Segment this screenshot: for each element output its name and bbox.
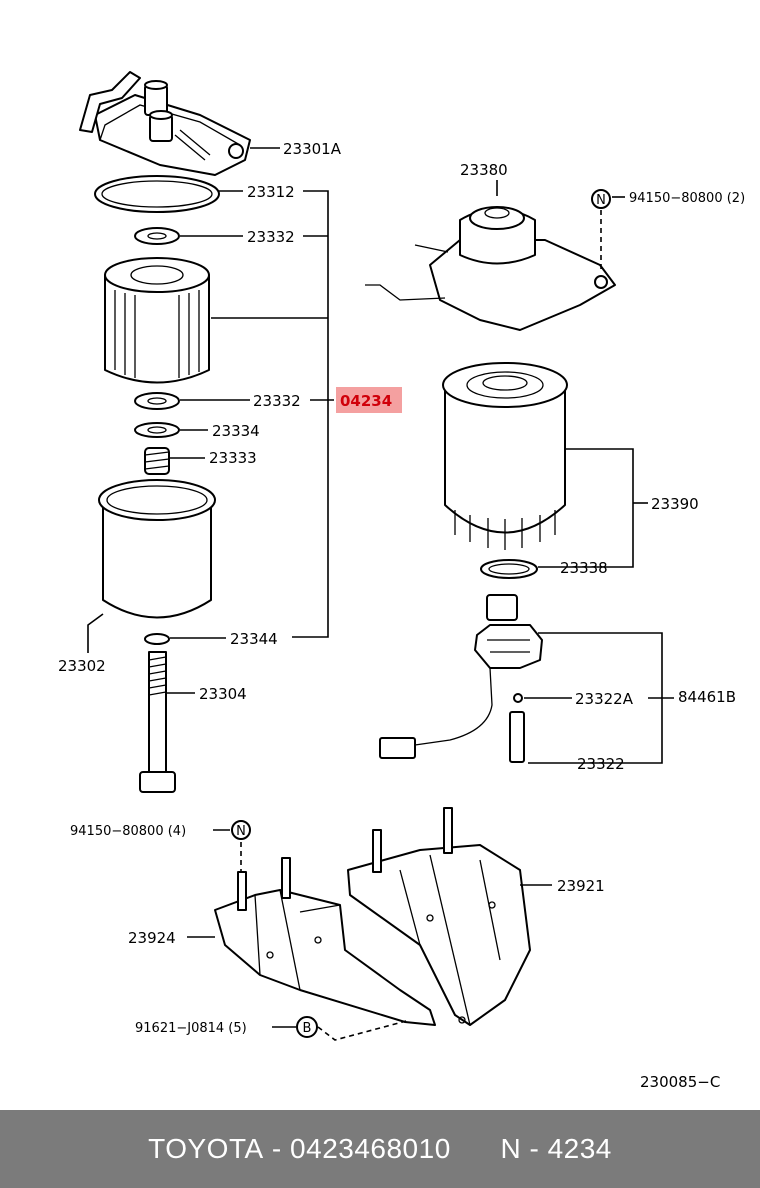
label-23322A: 23322A xyxy=(575,690,634,708)
footer-sep: - xyxy=(263,1133,291,1164)
label-94150-left: 94150−80800 (4) xyxy=(70,824,186,839)
label-23333: 23333 xyxy=(209,449,257,467)
label-23322: 23322 xyxy=(577,755,625,773)
filter-element-part xyxy=(104,257,210,384)
footer-part-number: 0423468010 xyxy=(290,1133,451,1164)
callout-b-circle xyxy=(296,1016,318,1038)
callout-n-top: N xyxy=(596,193,606,208)
figure-code: 230085−C xyxy=(640,1073,720,1091)
label-94150-top: 94150−80800 (2) xyxy=(629,191,745,206)
label-23380: 23380 xyxy=(460,161,508,179)
label-23332-top: 23332 xyxy=(247,228,295,246)
label-23924: 23924 xyxy=(128,929,176,947)
bracket-left-part xyxy=(214,857,436,1026)
label-91621: 91621−J0814 (5) xyxy=(135,1021,247,1036)
label-23312: 23312 xyxy=(247,183,295,201)
water-sensor-part xyxy=(379,594,543,763)
label-23302: 23302 xyxy=(58,657,106,675)
label-23334: 23334 xyxy=(212,422,260,440)
label-23304: 23304 xyxy=(199,685,247,703)
highlight-box xyxy=(336,387,402,413)
label-23338: 23338 xyxy=(560,559,608,577)
gasket-lower-part xyxy=(134,392,180,410)
washer-part xyxy=(134,422,180,438)
fuel-filter-cartridge-part xyxy=(442,362,568,550)
label-23301A: 23301A xyxy=(283,140,342,158)
filter-ring-part xyxy=(480,559,538,579)
label-23390: 23390 xyxy=(651,495,699,513)
callout-n-circle-left xyxy=(231,820,251,840)
fuel-filter-head-part xyxy=(365,206,616,331)
label-23332-lower: 23332 xyxy=(253,392,301,410)
footer-gap xyxy=(451,1133,501,1165)
callout-n-circle-top xyxy=(591,189,611,209)
spring-part xyxy=(144,447,170,475)
filter-case-part xyxy=(98,479,216,619)
bracket-right-part xyxy=(347,807,531,1026)
gasket-part xyxy=(134,227,180,245)
bolt-washer-part xyxy=(144,633,170,645)
label-23344: 23344 xyxy=(230,630,278,648)
callout-n-left: N xyxy=(236,824,246,839)
footer-brand: TOYOTA xyxy=(148,1133,264,1164)
center-bolt-part xyxy=(139,651,176,793)
label-84461B: 84461B xyxy=(678,688,736,706)
callout-b: B xyxy=(303,1021,312,1036)
o-ring-part xyxy=(94,175,220,213)
filter-head-part xyxy=(79,71,251,176)
footer-bar: TOYOTA - 0423468010 N - 4234 xyxy=(0,1110,760,1188)
highlight-part-ref[interactable]: 04234 xyxy=(340,392,392,410)
parts-diagram: N N B 23301A 23312 23332 23332 23334 233… xyxy=(58,71,745,1091)
footer-ref: N - 4234 xyxy=(500,1133,612,1164)
label-23921: 23921 xyxy=(557,877,605,895)
